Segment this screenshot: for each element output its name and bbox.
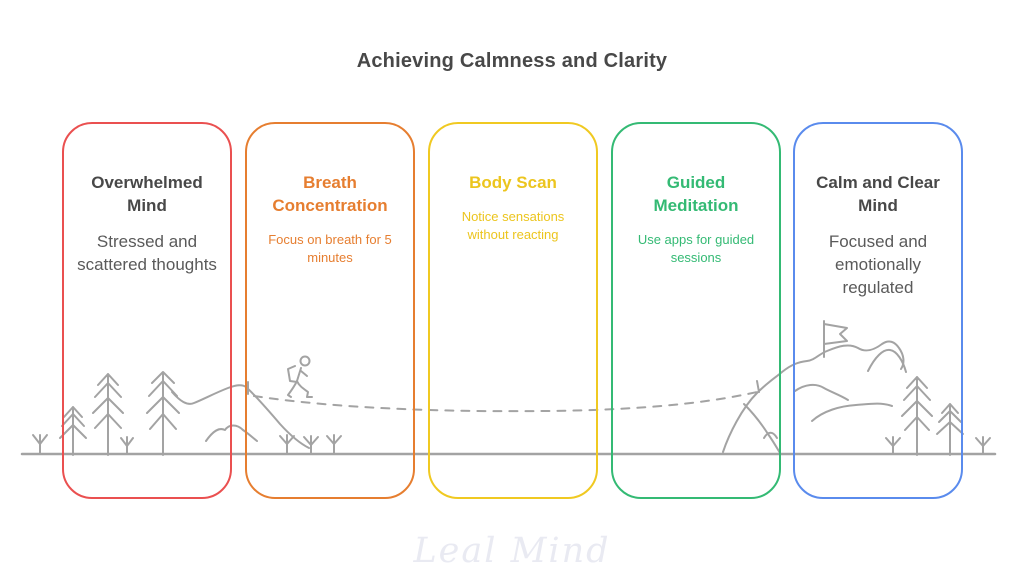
stage-card-guided-meditation: Guided Meditation Use apps for guided se… xyxy=(611,122,781,499)
page-title: Achieving Calmness and Clarity xyxy=(356,50,668,72)
stage-description: Use apps for guided sessions xyxy=(637,231,755,266)
stage-description: Focused and emotionally regulated xyxy=(828,231,928,297)
stage-title: Guided Meditation xyxy=(653,173,739,215)
stage-card-breath-concentration: Breath Concentration Focus on breath for… xyxy=(245,122,415,499)
stage-title: Calm and Clear Mind xyxy=(816,173,940,215)
stage-card-overwhelmed-mind: Overwhelmed Mind Stressed and scattered … xyxy=(62,122,232,499)
stage-description: Focus on breath for 5 minutes xyxy=(268,231,392,266)
stage-card-calm-clear-mind: Calm and Clear Mind Focused and emotiona… xyxy=(793,122,963,499)
stage-description: Notice sensations without reacting xyxy=(461,208,565,243)
stage-title: Breath Concentration xyxy=(272,173,388,215)
watermark: Leal Mind xyxy=(413,531,611,571)
stage-card-body-scan: Body Scan Notice sensations without reac… xyxy=(428,122,598,499)
stage-title: Body Scan xyxy=(469,173,557,192)
stage-description: Stressed and scattered thoughts xyxy=(77,231,217,274)
stage-title: Overwhelmed Mind xyxy=(91,173,203,215)
